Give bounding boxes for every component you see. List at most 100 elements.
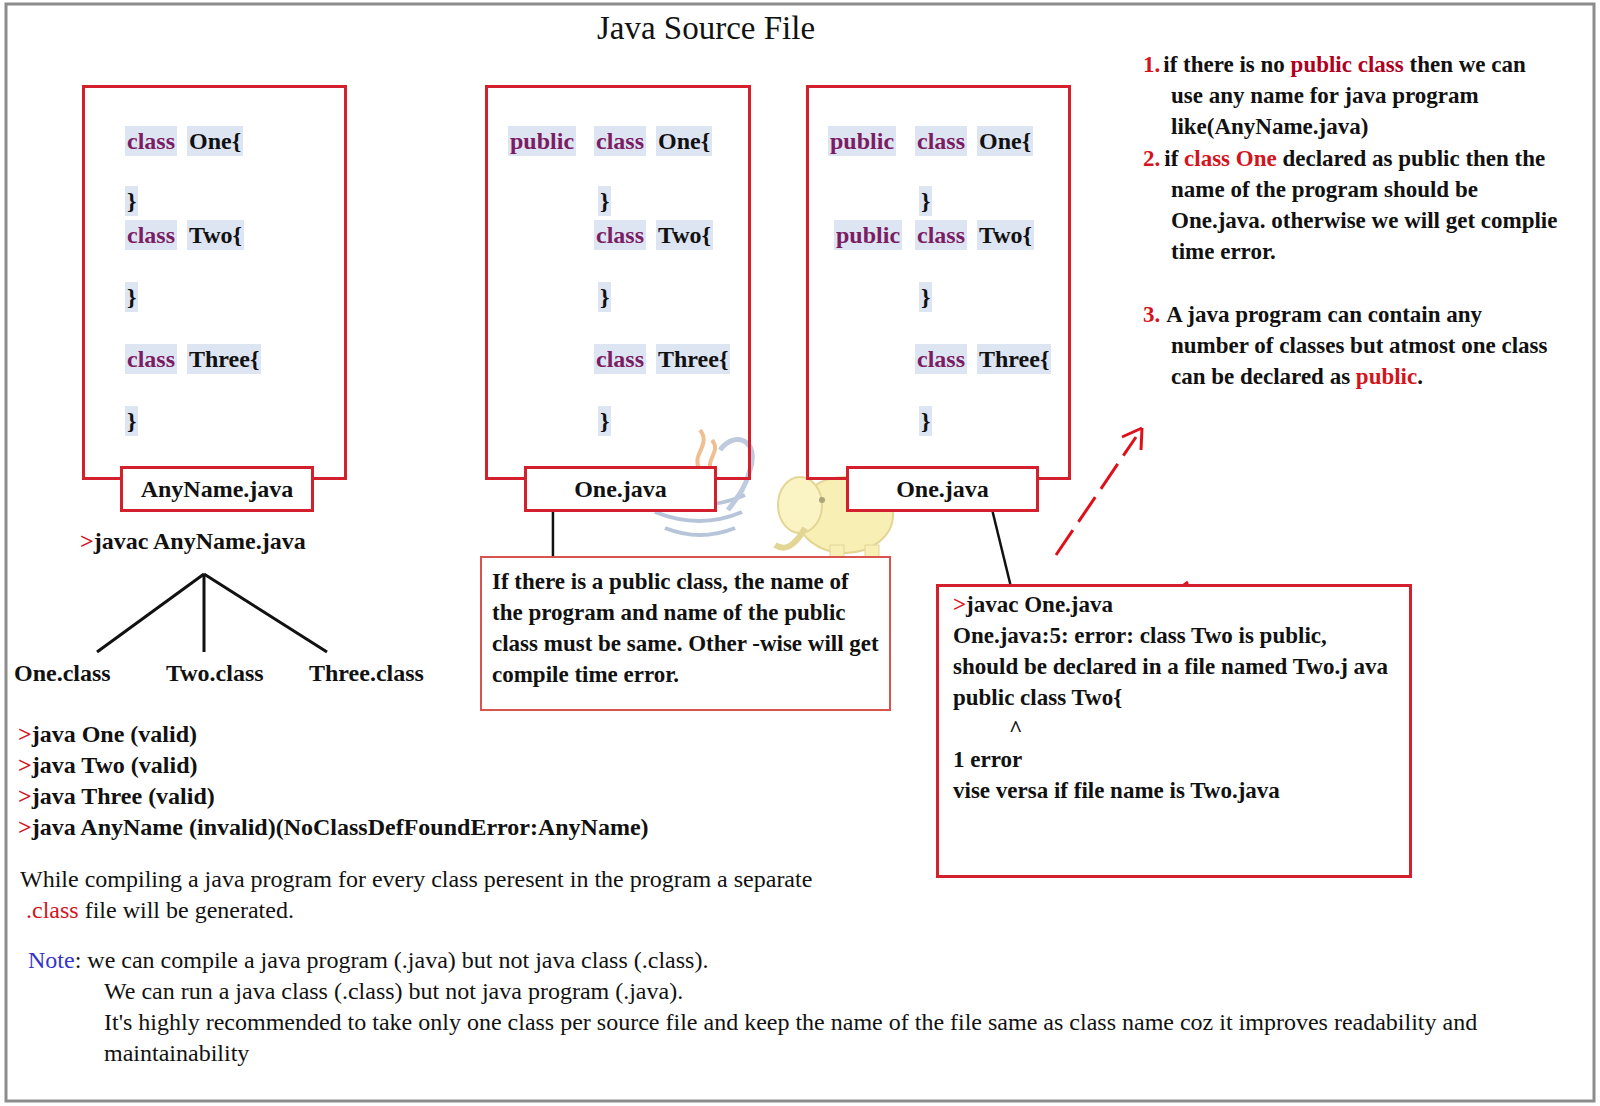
note-text: One.class [14,660,111,686]
highlight-word: > [18,812,32,843]
keyword: public [834,220,902,250]
highlight-word: > [18,750,32,781]
error-text: javac One.java [966,592,1113,617]
text-paragraph: 3.A java program can contain any number … [1143,299,1561,392]
note-text: file will be generated. [85,897,294,923]
code-text: Three{ [187,344,261,374]
code-text: One{ [656,126,712,156]
code-text: } [598,282,611,312]
keyword: class [125,126,177,156]
highlight-word: class One [1184,143,1277,174]
keyword: public [508,126,576,156]
error-text: public class Two{ [953,685,1122,710]
text-paragraph: Two.class [166,658,316,689]
code-text: } [598,406,611,436]
note-text: java AnyName (invalid)(NoClassDefFoundEr… [32,814,649,840]
text-paragraph: One.class [14,658,174,689]
callout-arrow [1056,428,1188,588]
code-text: Two{ [187,220,244,250]
source-file-box: publicclassOne{}publicclassTwo{}classThr… [806,85,1071,480]
text-paragraph: 1.if there is nopublic classthen we can … [1143,49,1561,142]
file-name-box: AnyName.java [120,466,314,512]
error-line: One.java:5: error: class Two is public, … [953,620,1395,682]
code-text: } [919,282,932,312]
keyword: class [594,220,646,250]
tree-lines [97,574,327,652]
code-text: Two{ [977,220,1034,250]
text-paragraph: >java Two (valid) [18,750,618,781]
code-text: } [919,406,932,436]
highlight-word: > [18,781,32,812]
keyword: public [828,126,896,156]
note-text: . [1417,364,1423,389]
error-text: 1 error [953,747,1022,772]
highlight-word: 1. [1143,49,1160,80]
error-text: ^ [1009,716,1022,741]
note-text: java One (valid) [32,721,197,747]
note-text: While compiling a java program for every… [20,866,812,892]
highlight-word: 2. [1143,143,1160,174]
note-text: It's highly recommended to take only one… [104,1009,1477,1066]
note-text: Three.class [309,660,424,686]
error-text: vise versa if file name is Two.java [953,778,1280,803]
error-line: >javac One.java [953,589,1395,620]
text-paragraph: >java One (valid) [18,719,618,750]
text-paragraph: It's highly recommended to take only one… [104,1007,1504,1069]
page-frame [6,4,1594,1101]
file-name: One.java [896,476,989,503]
code-text: } [125,186,138,216]
highlight-word: .class [26,895,79,926]
keyword: class [594,126,646,156]
file-name: One.java [574,476,667,503]
note-text: java Two (valid) [32,752,198,778]
code-text: One{ [187,126,243,156]
error-box: >javac One.javaOne.java:5: error: class … [936,584,1412,878]
text-paragraph: >javac AnyName.java [80,526,480,557]
keyword: class [915,126,967,156]
code-text: Three{ [656,344,730,374]
error-text: One.java:5: error: class Two is public, … [953,623,1388,679]
keyword: class [915,220,967,250]
connector-line [993,512,1011,584]
highlight-word: > [80,526,94,557]
error-line: vise versa if file name is Two.java [953,775,1395,806]
keyword: class [594,344,646,374]
note-text: Two.class [166,660,264,686]
title: Java Source File [0,8,1412,48]
note-text: If there is a public class, the name of … [492,566,879,690]
highlight-word: 3. [1143,299,1160,330]
note-text: We can run a java class (.class) but not… [104,978,683,1004]
text-paragraph: While compiling a java program for every… [20,864,820,926]
keyword: class [125,344,177,374]
text-paragraph: We can run a java class (.class) but not… [104,976,1004,1007]
text-paragraph: >java AnyName (invalid)(NoClassDefFoundE… [18,812,918,843]
code-text: One{ [977,126,1033,156]
note-text: : we can compile a java program (.java) … [75,947,709,973]
note-text: if there is no [1163,52,1285,77]
highlight-word: Note [28,945,75,976]
source-file-box: publicclassOne{}classTwo{}classThree{} [485,85,751,480]
code-text: } [125,282,138,312]
file-name-box: One.java [846,466,1039,512]
note-text: if [1164,146,1178,171]
highlight-word: public class [1291,49,1404,80]
note-box: If there is a public class, the name of … [480,556,891,711]
code-text: } [919,186,932,216]
keyword: class [125,220,177,250]
highlight-word: public [1356,361,1417,392]
code-text: Two{ [656,220,713,250]
connector-line [552,512,555,556]
file-name: AnyName.java [141,476,294,503]
note-text: javac AnyName.java [94,528,306,554]
code-text: } [125,406,138,436]
keyword: class [915,344,967,374]
text-paragraph: Note: we can compile a java program (.ja… [28,945,928,976]
source-file-box: classOne{}classTwo{}classThree{} [82,85,347,480]
code-text: Three{ [977,344,1051,374]
text-paragraph: >java Three (valid) [18,781,618,812]
error-line: ^ [953,713,1395,744]
text-paragraph: 2.ifclass Onedeclared as public then the… [1143,143,1561,267]
error-line: 1 error [953,744,1395,775]
text-paragraph: Three.class [309,658,479,689]
